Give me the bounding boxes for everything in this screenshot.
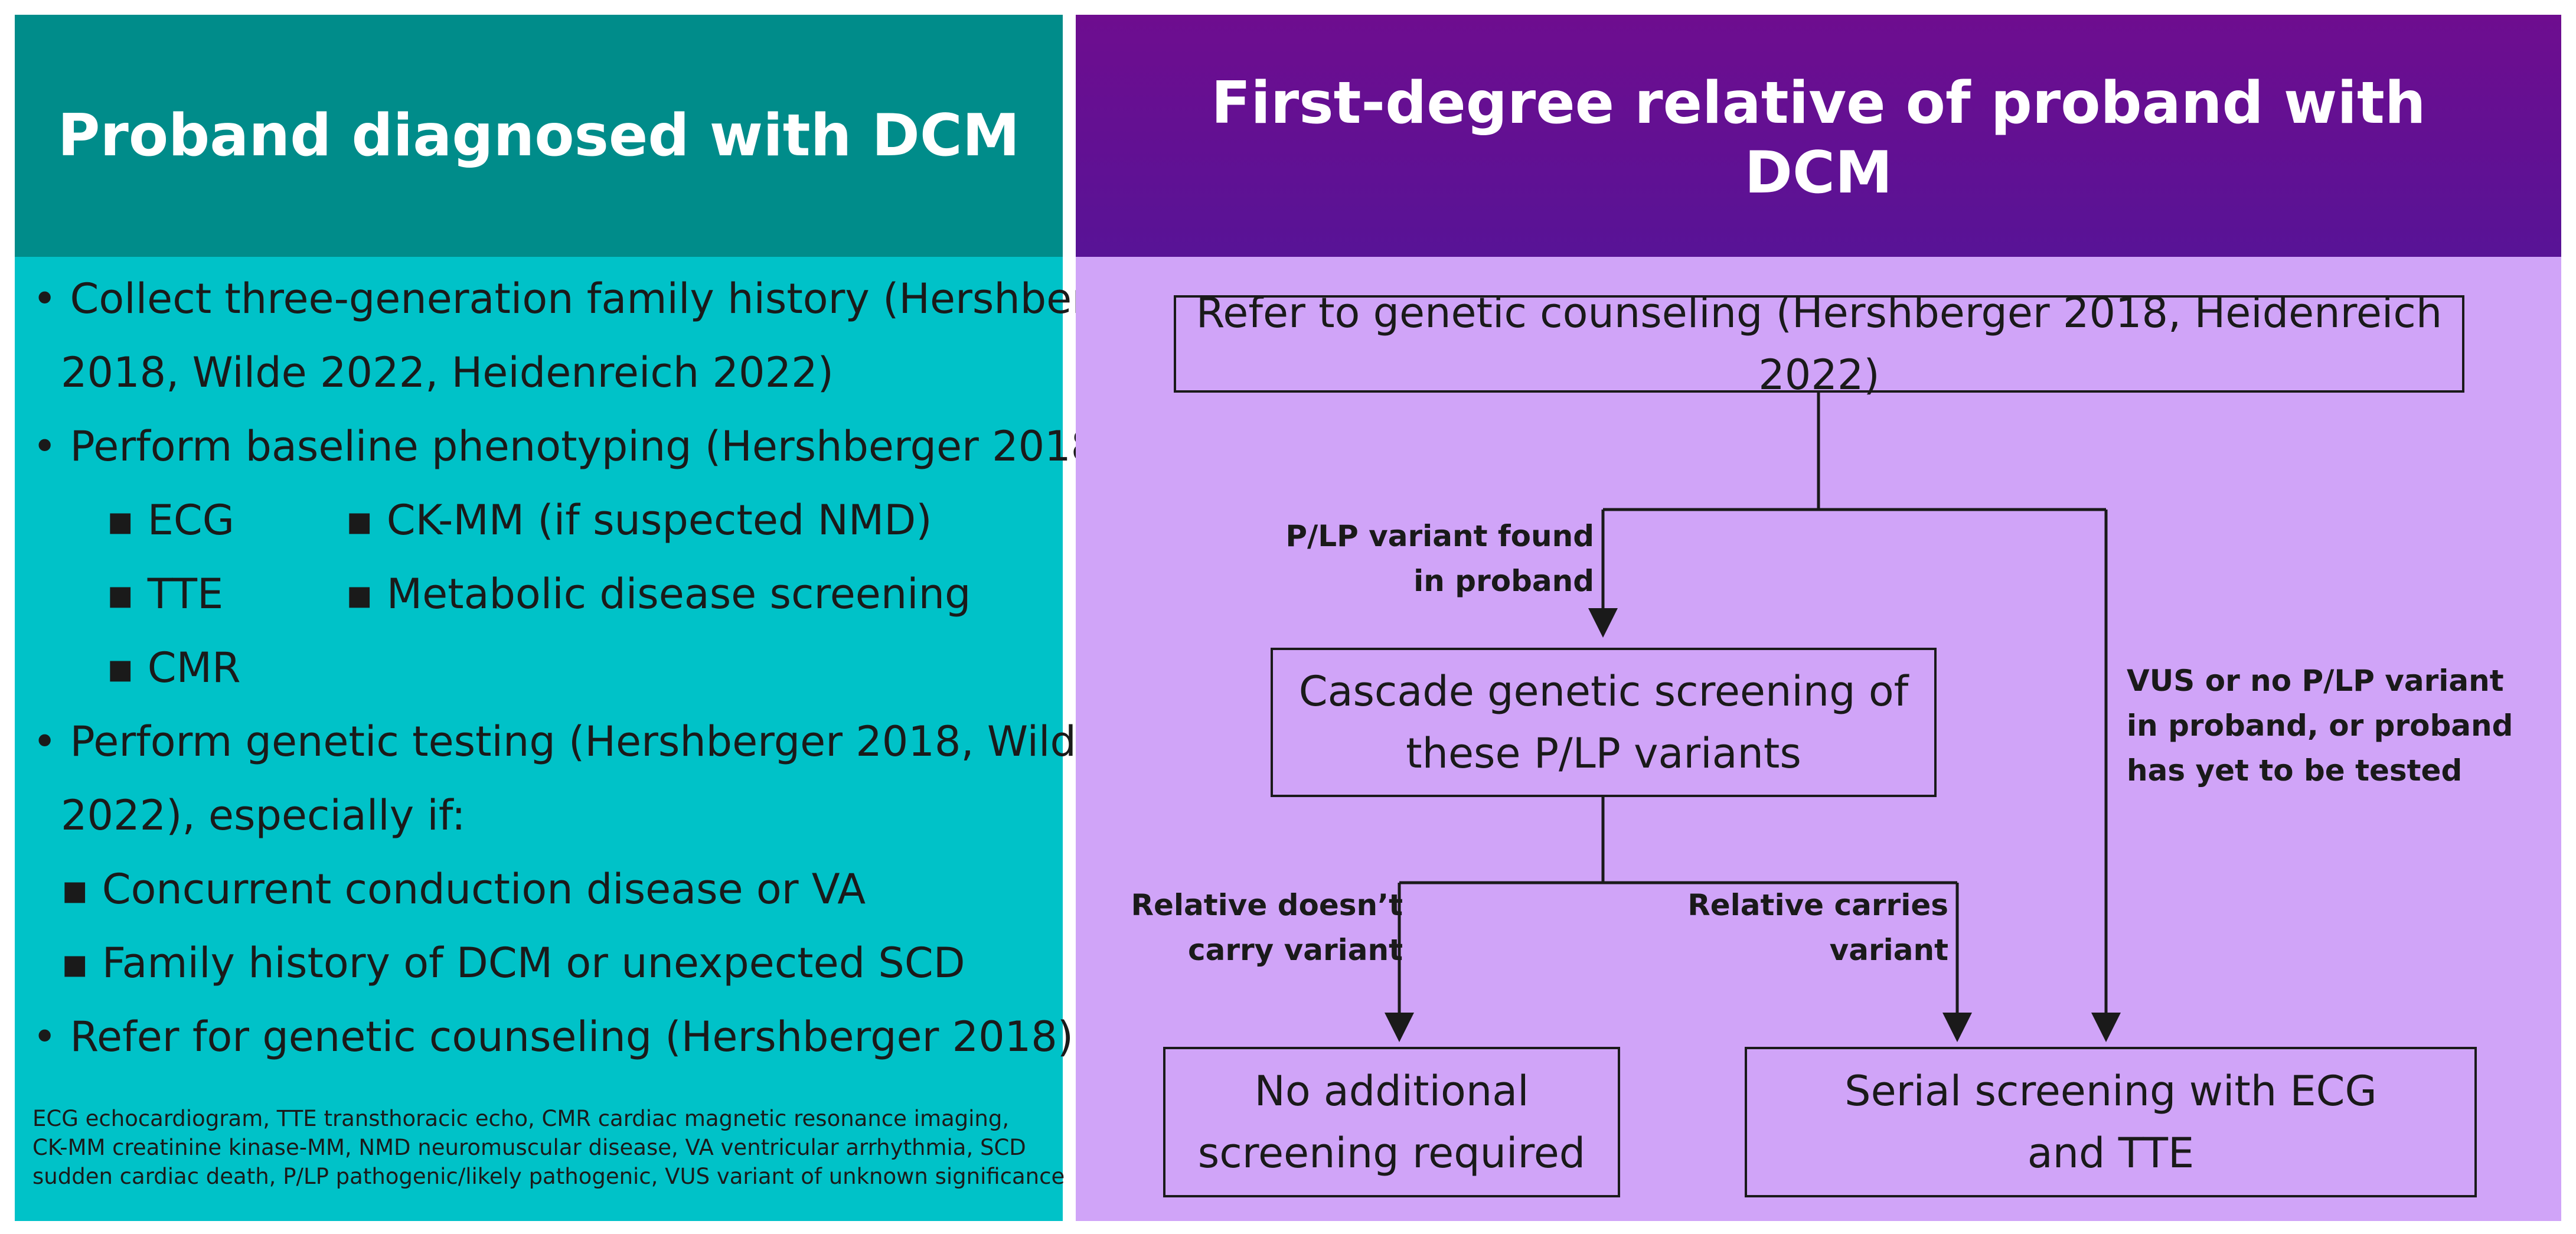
serial-screening-box: Serial screening with ECG and TTE [1745, 1047, 2477, 1197]
relative-panel: First-degree relative of proband with DC… [1076, 15, 2561, 1221]
abbreviations-footnote: ECG echocardiogram, TTE transthoracic ec… [32, 1104, 1065, 1191]
footnote-line: sudden cardiac death, P/LP pathogenic/li… [32, 1164, 1065, 1190]
bullet-genetic-testing-line1: • Perform genetic testing (Hershberger 2… [32, 717, 1102, 766]
footnote-line: ECG echocardiogram, TTE transthoracic ec… [32, 1106, 1010, 1131]
bullet-genetic-counseling: • Refer for genetic counseling (Hershber… [32, 1013, 1074, 1061]
bullet-family-history-line1: • Collect three-generation family histor… [32, 275, 1157, 323]
label-vus-no-plp: VUS or no P/LP variant in proband, or pr… [2127, 664, 2513, 788]
proband-panel: Proband diagnosed with DCM • Collect thr… [15, 15, 1157, 1221]
phenotyping-item-tte: ▪ TTE [106, 570, 224, 618]
serial-screening-text: Serial screening with ECG and TTE [1844, 1066, 2377, 1177]
cascade-screening-text: Cascade genetic screening of these P/LP … [1298, 667, 1909, 778]
label-plp-found: P/LP variant found in proband [1285, 519, 1594, 598]
flowchart-connectors [1385, 393, 2121, 1042]
bullet-family-history-line2: 2018, Wilde 2022, Heidenreich 2022) [61, 348, 834, 397]
phenotyping-item-cmr: ▪ CMR [106, 644, 241, 692]
phenotyping-item-ecg: ▪ ECG [106, 496, 235, 544]
label-relative-carries: Relative carries variant [1687, 888, 1948, 967]
no-additional-screening-text: No additional screening required [1197, 1066, 1586, 1177]
testing-item-conduction: ▪ Concurrent conduction disease or VA [61, 865, 866, 913]
bullet-genetic-testing-line2: 2022), especially if: [61, 791, 466, 840]
label-relative-not-carry: Relative doesn’t carry variant [1131, 888, 1403, 967]
relative-panel-title: First-degree relative of proband with DC… [1076, 15, 2561, 257]
no-additional-screening-box: No additional screening required [1163, 1047, 1620, 1197]
phenotyping-item-ckmm: ▪ CK-MM (if suspected NMD) [345, 496, 932, 544]
proband-panel-title: Proband diagnosed with DCM [15, 15, 1063, 257]
cascade-screening-box: Cascade genetic screening of these P/LP … [1271, 648, 1937, 797]
refer-counseling-text: Refer to genetic counseling (Hershberger… [1196, 288, 2443, 399]
footnote-line: CK-MM creatinine kinase-MM, NMD neuromus… [32, 1135, 1026, 1161]
refer-counseling-box: Refer to genetic counseling (Hershberger… [1174, 289, 2464, 399]
bullet-baseline-phenotyping: • Perform baseline phenotyping (Hershber… [32, 422, 1114, 471]
phenotyping-item-metabolic: ▪ Metabolic disease screening [345, 570, 971, 618]
relative-panel-title-text: First-degree relative of proband with DC… [1211, 70, 2426, 207]
testing-item-family-history: ▪ Family history of DCM or unexpected SC… [61, 939, 965, 987]
